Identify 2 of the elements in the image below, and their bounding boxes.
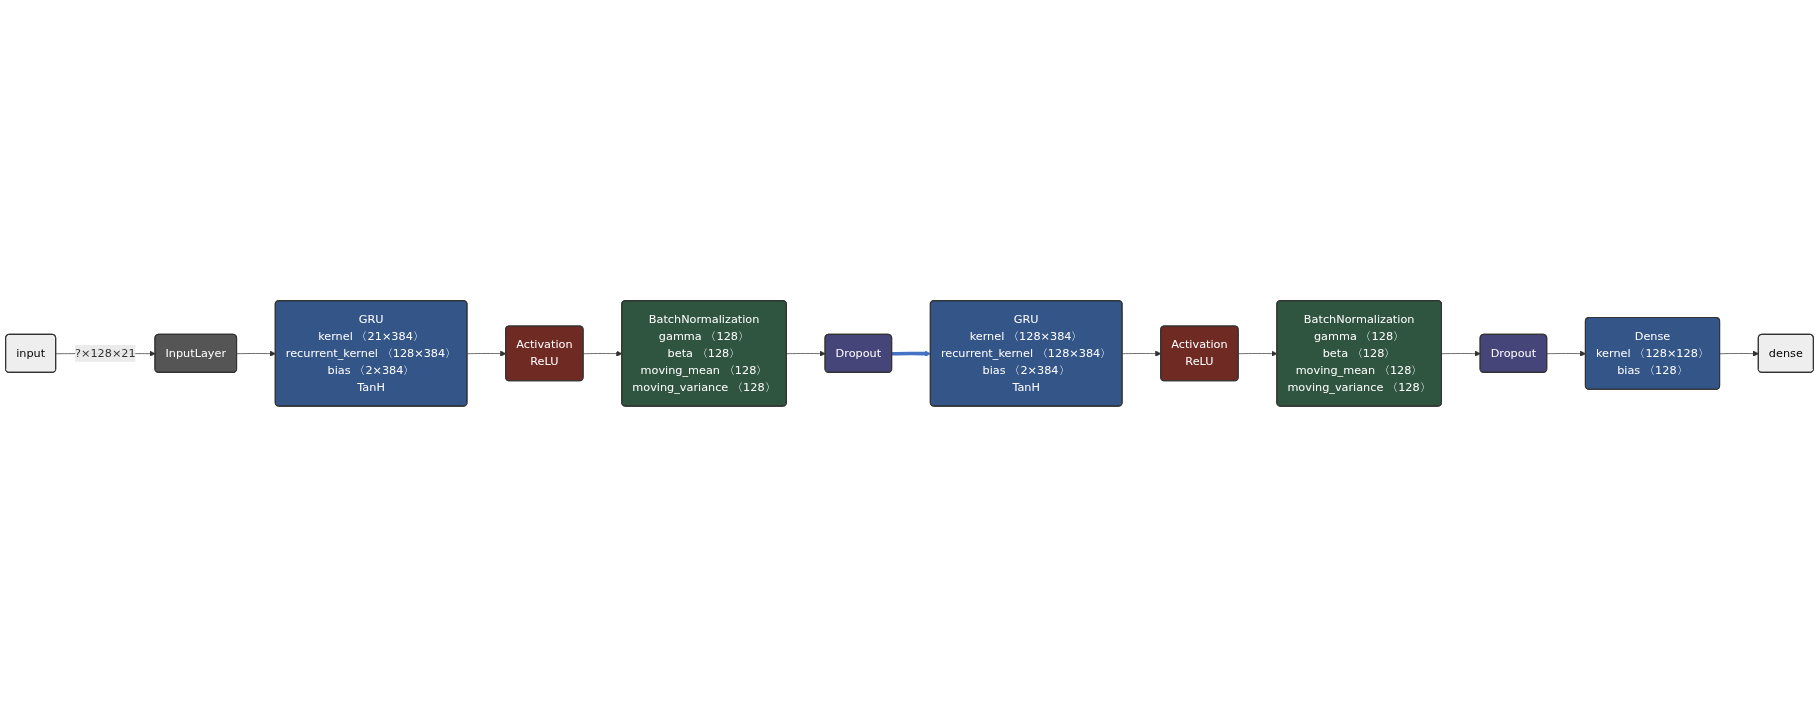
edge-label: ?×128×21 <box>75 345 136 360</box>
arrow <box>891 350 931 357</box>
